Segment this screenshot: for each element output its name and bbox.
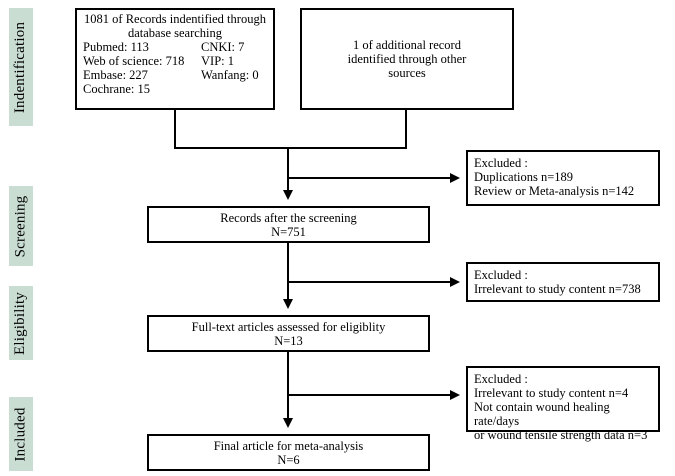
excluded-no-data: Not contain wound healing rate/days <box>474 400 610 428</box>
source-embase: Embase: 227 <box>83 68 148 82</box>
eligibility-count: N=13 <box>274 333 303 348</box>
source-web-of-science: Web of science: 718 <box>83 54 185 68</box>
phase-label-screening: Screening <box>9 186 33 266</box>
source-vip: VIP: 1 <box>201 54 234 68</box>
excluded-irrelevant: Irrelevant to study content n=738 <box>474 282 641 296</box>
source-row: Embase: 227 Wanfang: 0 <box>83 68 267 82</box>
included-box: Final article for meta-analysis N=6 <box>147 434 430 471</box>
other-sources-line: sources <box>388 66 426 80</box>
other-sources-line: 1 of additional record <box>353 38 461 52</box>
excluded-irrelevant-box: Excluded : Irrelevant to study content n… <box>466 262 660 302</box>
screening-count: N=751 <box>271 224 306 239</box>
eligibility-label: Full-text articles assessed for eligibli… <box>191 319 386 334</box>
other-sources-line: identified through other <box>347 52 467 66</box>
phase-label-eligibility: Eligibility <box>9 286 33 360</box>
phase-label-identification: Indentification <box>9 8 33 126</box>
source-pubmed: Pubmed: 113 <box>83 40 149 54</box>
excluded-title: Excluded : <box>474 372 528 386</box>
database-search-box: 1081 of Records indentified through data… <box>75 8 275 110</box>
source-wanfang: Wanfang: 0 <box>201 68 259 82</box>
source-row: Pubmed: 113 CNKI: 7 <box>83 40 267 54</box>
excluded-irrelevant: Irrelevant to study content n=4 <box>474 386 629 400</box>
excluded-title: Excluded : <box>474 268 528 282</box>
screening-label: Records after the screening <box>220 210 357 225</box>
database-search-subtitle: database searching <box>127 26 223 40</box>
source-cochrane: Cochrane: 15 <box>83 82 150 96</box>
excluded-fulltext-box: Excluded : Irrelevant to study content n… <box>466 366 660 442</box>
database-search-title: 1081 of Records indentified through <box>84 12 266 26</box>
excluded-no-data-cont: or wound tensile strength data n=3 <box>474 428 648 442</box>
phase-label-included: Included <box>9 397 33 471</box>
other-sources-box: 1 of additional record identified throug… <box>300 8 514 110</box>
included-count: N=6 <box>277 452 300 467</box>
excluded-duplicates-box: Excluded : Duplications n=189 Review or … <box>466 150 660 206</box>
excluded-duplications: Duplications n=189 <box>474 170 574 184</box>
source-row: Web of science: 718 VIP: 1 <box>83 54 267 68</box>
source-cnki: CNKI: 7 <box>201 40 245 54</box>
screening-box: Records after the screening N=751 <box>147 206 430 243</box>
included-label: Final article for meta-analysis <box>213 438 364 453</box>
source-row: Cochrane: 15 <box>83 82 267 96</box>
eligibility-box: Full-text articles assessed for eligibli… <box>147 315 430 352</box>
excluded-title: Excluded : <box>474 156 528 170</box>
excluded-reviews: Review or Meta-analysis n=142 <box>474 184 635 198</box>
